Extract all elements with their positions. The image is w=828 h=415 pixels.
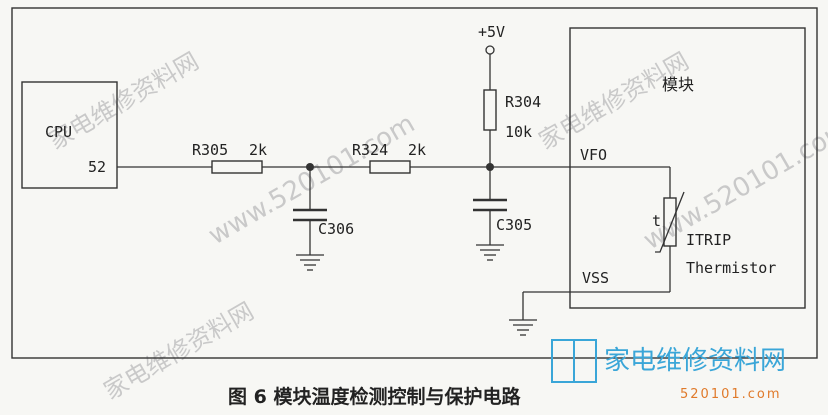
logo-number-text: 520101.com bbox=[680, 387, 782, 402]
r304-value-label: 10k bbox=[505, 123, 532, 141]
vss-ground-wire bbox=[522, 291, 670, 320]
vss-label: VSS bbox=[582, 269, 609, 287]
r324-ref-label: R324 bbox=[352, 141, 388, 159]
c305-label: C305 bbox=[496, 216, 532, 234]
capacitor-c306 bbox=[293, 167, 327, 255]
r304-ref-label: R304 bbox=[505, 93, 541, 111]
cpu-label: CPU bbox=[45, 123, 72, 141]
watermark-url-1: www.520101.com bbox=[204, 109, 421, 251]
figure-border bbox=[11, 7, 818, 359]
r324-value-label: 2k bbox=[408, 141, 426, 159]
site-logo: 家电维修资料网 520101.com bbox=[551, 339, 786, 402]
resistor-r305 bbox=[211, 160, 263, 174]
thermistor-icon bbox=[655, 167, 685, 292]
r305-value-label: 2k bbox=[249, 141, 267, 159]
capacitor-c305 bbox=[473, 167, 507, 245]
r305-ref-label: R305 bbox=[192, 141, 228, 159]
ground-icon bbox=[296, 254, 324, 271]
c306-label: C306 bbox=[318, 220, 354, 238]
itrip-label: ITRIP bbox=[686, 231, 731, 249]
logo-book-icon bbox=[551, 339, 575, 383]
supply-terminal-icon bbox=[485, 45, 495, 55]
resistor-r304 bbox=[483, 89, 497, 131]
cpu-block bbox=[21, 81, 118, 189]
module-title: 模块 bbox=[662, 75, 694, 94]
module-block bbox=[569, 27, 806, 309]
thermistor-label: Thermistor bbox=[686, 259, 776, 277]
ground-icon bbox=[476, 244, 504, 261]
resistor-r324 bbox=[369, 160, 411, 174]
vfo-label: VFO bbox=[580, 146, 607, 164]
logo-cn-text: 家电维修资料网 bbox=[604, 346, 786, 376]
thermistor-symbol-label: t bbox=[652, 212, 661, 230]
figure-caption: 图 6 模块温度检测控制与保护电路 bbox=[228, 385, 521, 408]
cpu-pin-label: 52 bbox=[88, 158, 106, 176]
supply-label: +5V bbox=[478, 23, 505, 41]
ground-icon bbox=[509, 319, 537, 336]
watermark-text-2: 家电维修资料网 bbox=[534, 47, 693, 155]
